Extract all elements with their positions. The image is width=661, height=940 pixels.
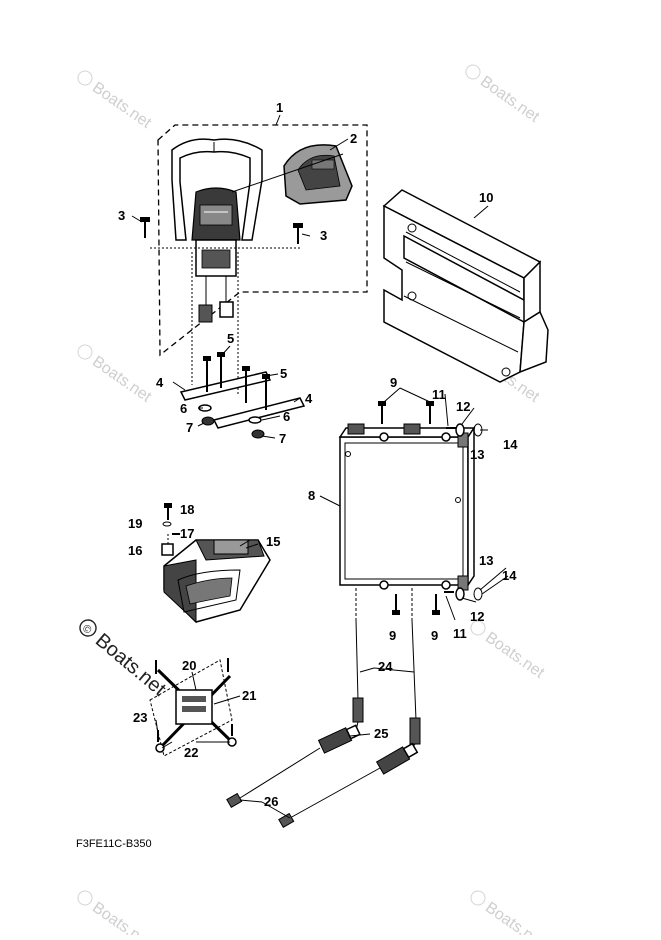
nut — [251, 429, 265, 439]
watermark-text: Boats.net — [89, 79, 155, 132]
callout-17: 17 — [180, 526, 194, 541]
callout-10: 10 — [479, 190, 493, 205]
watermark-text: Boats.net — [89, 899, 155, 935]
leader-lines — [131, 114, 509, 819]
cable-tip — [226, 792, 243, 809]
callout-19: 19 — [128, 516, 142, 531]
watermark-bottom-left: Boats.net — [77, 890, 155, 940]
remote-control-assembly — [140, 124, 368, 395]
callout-24: 24 — [378, 659, 393, 674]
callout-11: 11 — [432, 387, 446, 402]
callout-2: 2 — [350, 131, 357, 146]
callout-4: 4 — [305, 391, 313, 406]
watermark-main: © Boats.net — [79, 619, 170, 701]
washer — [248, 416, 262, 424]
callout-1: 1 — [276, 100, 283, 115]
callout-labels: 1 2 3 3 4 4 5 5 6 6 7 7 8 9 9 9 10 11 11… — [118, 100, 518, 809]
grip-frame — [171, 138, 263, 241]
callout-8: 8 — [308, 488, 315, 503]
callout-12: 12 — [456, 399, 470, 414]
hub-assembly — [149, 658, 237, 757]
cable-end — [409, 717, 421, 745]
plate-upper — [179, 371, 272, 401]
callout-20: 20 — [182, 658, 196, 673]
watermark-text: Boats.net — [89, 353, 155, 406]
callout-5: 5 — [227, 331, 234, 346]
connector-lower — [375, 742, 419, 775]
clip — [161, 543, 174, 556]
callout-7: 7 — [186, 420, 193, 435]
callout-7: 7 — [279, 431, 286, 446]
watermark-text: Boats.net — [477, 73, 543, 126]
callout-9: 9 — [389, 628, 396, 643]
callout-23: 23 — [133, 710, 147, 725]
callout-5: 5 — [280, 366, 287, 381]
watermark-top-right: Boats.net — [465, 64, 543, 126]
callout-3: 3 — [320, 228, 327, 243]
cable-tip — [278, 812, 295, 829]
callout-14: 14 — [502, 568, 517, 583]
callout-9: 9 — [390, 375, 397, 390]
callout-18: 18 — [180, 502, 194, 517]
callout-16: 16 — [128, 543, 142, 558]
callout-22: 22 — [184, 745, 198, 760]
control-box — [338, 401, 483, 620]
callout-4: 4 — [156, 375, 164, 390]
screw-right — [293, 223, 303, 244]
callout-21: 21 — [242, 688, 256, 703]
screw-left — [140, 217, 150, 238]
watermark-bottom-right: Boats.net — [470, 890, 548, 940]
connector-block — [403, 423, 421, 435]
callout-25: 25 — [374, 726, 388, 741]
callout-11: 11 — [453, 626, 467, 641]
callout-6: 6 — [283, 409, 290, 424]
washer — [162, 521, 172, 527]
callout-9: 9 — [431, 628, 438, 643]
diagram-code: F3FE11C-B350 — [76, 838, 152, 850]
plate-screws — [203, 352, 270, 410]
watermark-text: Boats.net — [482, 629, 548, 682]
assembly-dashed-outline — [157, 124, 368, 357]
nut — [201, 416, 215, 426]
callout-15: 15 — [266, 534, 280, 549]
watermark-text: Boats.net — [91, 629, 170, 700]
callout-26: 26 — [264, 794, 278, 809]
watermark-low-right: Boats.net — [470, 620, 548, 682]
mounting-bracket — [382, 189, 549, 383]
connector-left — [198, 304, 213, 323]
mounting-plates — [179, 352, 306, 439]
watermark-top-left: Boats.net — [77, 70, 155, 132]
callout-3: 3 — [118, 208, 125, 223]
callout-13: 13 — [470, 447, 484, 462]
callout-6: 6 — [180, 401, 187, 416]
harness-cables — [226, 619, 421, 829]
connector-block — [347, 423, 365, 435]
switch-module — [161, 503, 271, 624]
watermark-text: Boats.net — [482, 899, 548, 935]
watermark-mid-left: Boats.net — [77, 344, 155, 406]
connector-upper — [317, 724, 361, 754]
callout-13: 13 — [479, 553, 493, 568]
connector-right — [219, 301, 234, 318]
cable-end — [352, 697, 364, 723]
callout-12: 12 — [470, 609, 484, 624]
callout-14: 14 — [503, 437, 518, 452]
plate-lower — [212, 397, 306, 429]
